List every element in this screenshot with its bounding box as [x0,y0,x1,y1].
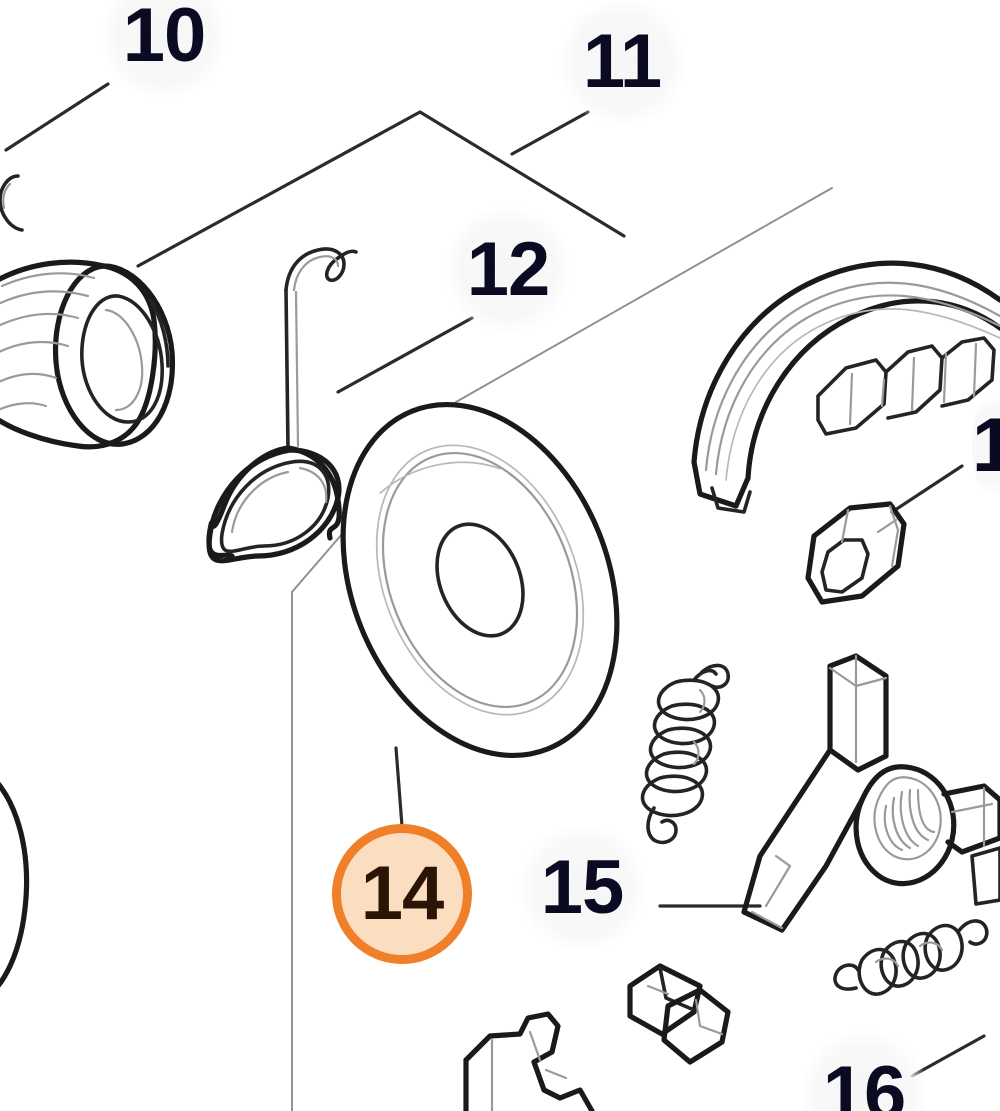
part-tension-spring [833,919,989,996]
callout-12-number: 12 [466,227,551,312]
callout-14-selected[interactable]: 14 [332,824,472,964]
part-threaded-bushing [0,174,176,450]
part-wire-spring-clip [206,247,358,564]
part-small-clip-b [627,963,731,1065]
callout-12[interactable]: 12 [444,206,572,334]
callout-16-number: 16 [822,1051,907,1111]
callout-10[interactable]: 10 [100,0,228,100]
part-disc-fragment [0,782,30,988]
callout-15-number: 15 [540,845,625,930]
callout-15[interactable]: 15 [518,824,646,952]
leader-lines [4,82,986,1078]
part-shaft-fragment [463,1011,595,1111]
part-washer-disc [340,401,620,759]
part-brake-band [691,260,1000,514]
part-pivot-lever-arm [741,653,1000,933]
callout-11[interactable]: 11 [558,0,686,126]
callout-11-number: 11 [582,19,662,104]
callout-13-number: 1 [972,403,1000,488]
callout-14-number: 14 [360,851,445,936]
callout-16[interactable]: 16 [800,1030,928,1111]
callout-10-number: 10 [122,0,207,78]
part-coil-spring-upper [640,663,731,845]
part-small-clip-a [805,501,907,605]
